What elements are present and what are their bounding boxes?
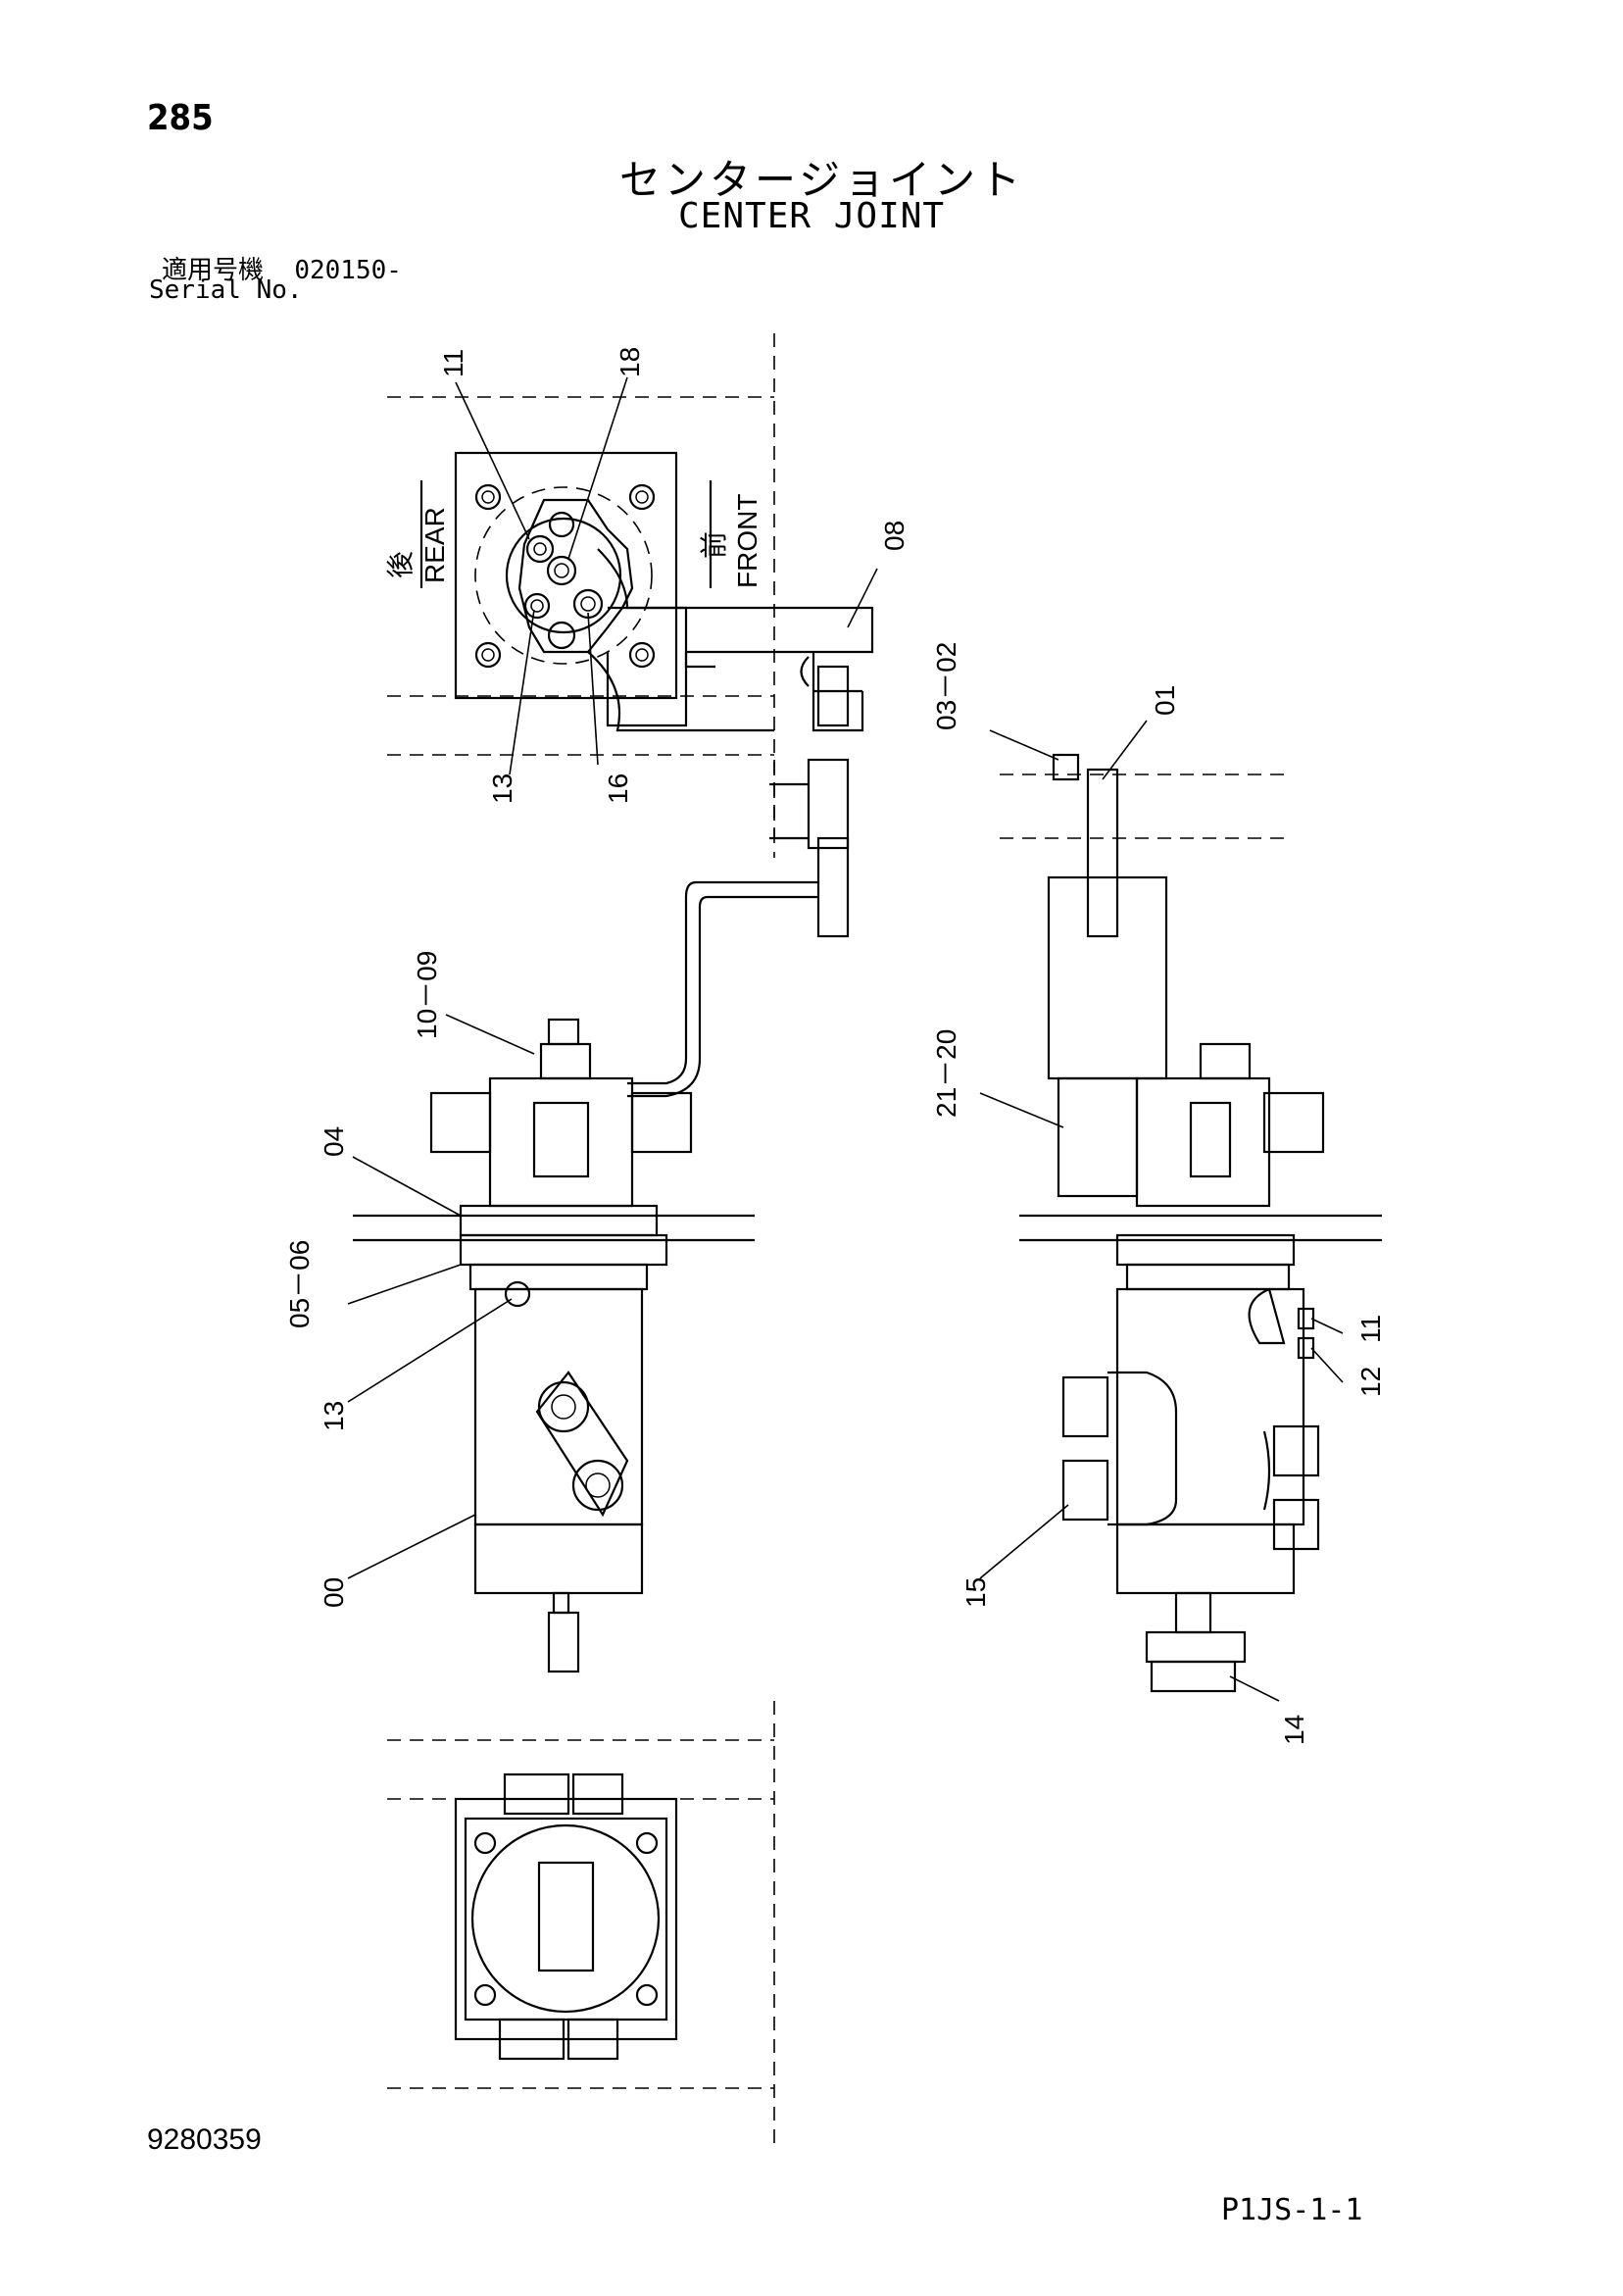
- side-view-right: [1000, 753, 1382, 1693]
- page-number: 285: [147, 98, 214, 138]
- document-number: 9280359: [147, 2123, 262, 2156]
- title-english: CENTER JOINT: [678, 196, 946, 236]
- callout-12: 12: [1355, 1367, 1386, 1397]
- callout-01: 01: [1150, 685, 1180, 716]
- bottom-view: [387, 1701, 775, 2147]
- page-code: P1JS-1-1: [1221, 2193, 1363, 2227]
- callout-08: 08: [879, 521, 910, 551]
- rear-label-en: REAR: [419, 507, 450, 583]
- callouts: 11 18 08 13 16 03－02 01 10－09 04 21－20 0…: [284, 347, 1386, 1745]
- serial-value: 020150-: [294, 256, 402, 285]
- callout-14: 14: [1279, 1715, 1309, 1745]
- callout-16: 16: [603, 774, 633, 804]
- callout-18: 18: [615, 347, 645, 377]
- callout-03-02: 03－02: [931, 642, 961, 730]
- front-label-en: FRONT: [732, 494, 762, 588]
- callout-13-side: 13: [319, 1401, 349, 1431]
- callout-11-right: 11: [1355, 1315, 1386, 1343]
- callout-04: 04: [319, 1126, 349, 1157]
- callout-00: 00: [319, 1577, 349, 1608]
- serial-label-english: Serial No.: [149, 275, 303, 305]
- side-view-left: [353, 758, 850, 1673]
- front-label-jp: 前: [699, 531, 729, 559]
- serial-line-japanese: 適用号機 020150-: [162, 250, 402, 286]
- callout-13-top: 13: [487, 774, 517, 804]
- callout-11-top: 11: [438, 349, 468, 377]
- rear-label-jp: 後: [385, 551, 416, 578]
- callout-05-06: 05－06: [284, 1240, 315, 1328]
- serial-label-jp: 適用号機: [162, 256, 265, 285]
- title-japanese: センタージョイント: [619, 156, 1025, 204]
- callout-10-09: 10－09: [412, 951, 442, 1039]
- callout-21-20: 21－20: [931, 1029, 961, 1118]
- callout-15: 15: [960, 1577, 991, 1608]
- leader-lines: [347, 376, 1344, 1702]
